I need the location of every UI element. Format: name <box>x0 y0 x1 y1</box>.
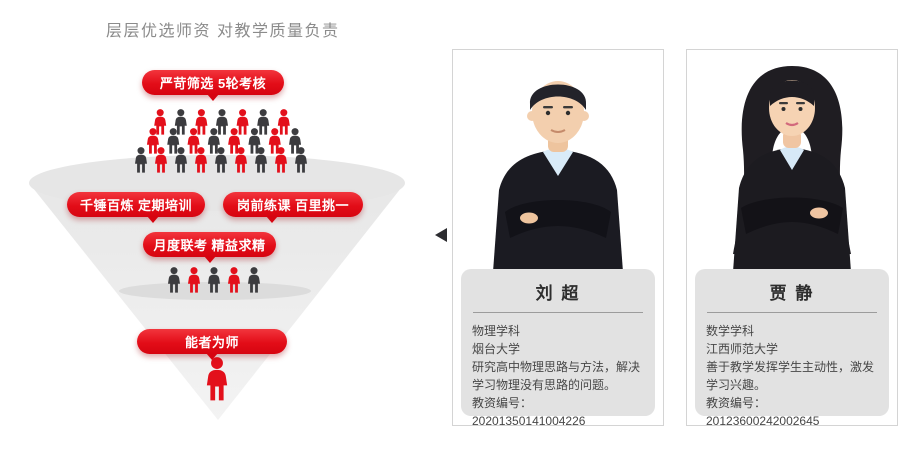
certificate-number: 20201350141004226 <box>472 414 586 428</box>
teacher-selection-funnel <box>29 109 405 420</box>
certificate-label: 教资编号： <box>472 396 533 410</box>
funnel-stage-label-practice: 岗前练课 百里挑一 <box>223 192 363 217</box>
teacher-card: 贾 静 数学学科 江西师范大学 善于教学发挥学生主动性，激发学习兴趣。 教资编号… <box>686 49 898 428</box>
teacher-subject: 物理学科 <box>472 324 521 338</box>
teacher-university: 烟台大学 <box>472 342 521 356</box>
page-title: 层层优选师资 对教学质量负责 <box>106 23 340 40</box>
divider <box>707 312 877 313</box>
teacher-photo <box>453 50 663 272</box>
male-teacher-portrait-illustration <box>453 50 663 272</box>
person-icon <box>257 109 270 135</box>
teacher-photo <box>687 50 897 272</box>
teacher-name: 贾 静 <box>769 284 815 303</box>
funnel-stage-label-monthly-exam: 月度联考 精益求精 <box>143 232 276 257</box>
teacher-description: 研究高中物理思路与方法，解决学习物理没有思路的问题。 <box>472 360 641 392</box>
certificate-number: 20123600242002645 <box>706 414 820 428</box>
funnel-body <box>29 183 405 420</box>
funnel-mid-ellipse <box>119 282 311 300</box>
female-teacher-portrait-illustration <box>687 50 897 272</box>
person-icon <box>216 109 228 135</box>
person-icon <box>236 109 249 135</box>
person-icon <box>277 109 290 135</box>
carousel-prev-arrow-icon[interactable] <box>435 228 447 242</box>
teacher-name: 刘 超 <box>535 284 581 303</box>
funnel-stage-label-training: 千锤百炼 定期培训 <box>67 192 205 217</box>
funnel-stage-label-best-teacher: 能者为师 <box>137 329 287 354</box>
divider <box>473 312 643 313</box>
teacher-certificate: 教资编号： 20123600242002645 <box>706 394 878 430</box>
teacher-info-panel: 刘 超 物理学科 烟台大学 研究高中物理思路与方法，解决学习物理没有思路的问题。… <box>461 269 655 428</box>
teacher-card: 刘 超 物理学科 烟台大学 研究高中物理思路与方法，解决学习物理没有思路的问题。… <box>452 49 664 428</box>
teacher-subject: 数学学科 <box>706 324 755 338</box>
teacher-certificate: 教资编号： 20201350141004226 <box>472 394 644 430</box>
certificate-label: 教资编号： <box>706 396 767 410</box>
person-icon <box>195 109 208 135</box>
teacher-info-panel: 贾 静 数学学科 江西师范大学 善于教学发挥学生主动性，激发学习兴趣。 教资编号… <box>695 269 889 428</box>
teacher-description: 善于教学发挥学生主动性，激发学习兴趣。 <box>706 360 875 392</box>
teacher-university: 江西师范大学 <box>706 342 779 356</box>
funnel-stage-label-screening: 严苛筛选 5轮考核 <box>142 70 284 95</box>
